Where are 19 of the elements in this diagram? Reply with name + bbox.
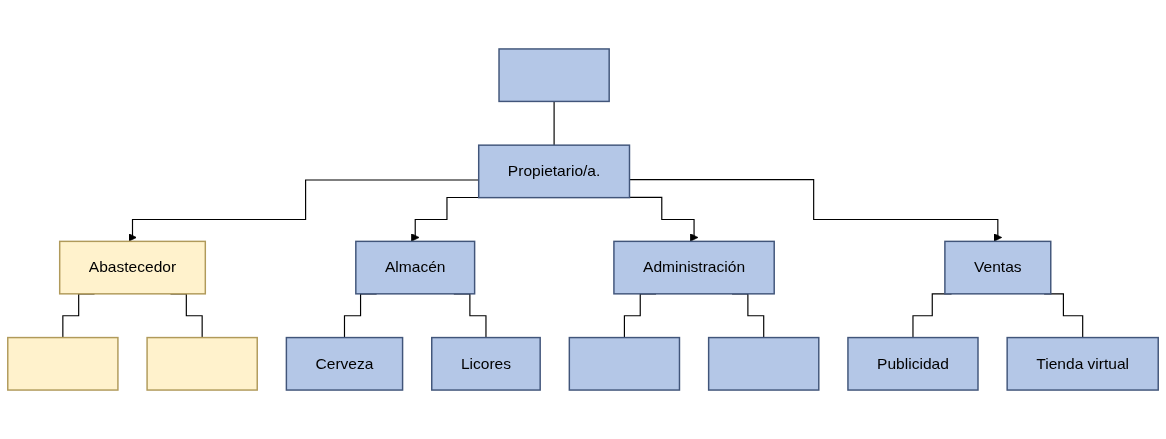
node-box [707,336,820,391]
node-box: Abastecedor [58,240,207,295]
node-box: Propietario/a. [477,144,631,199]
arrow [628,196,699,242]
arrow [410,196,480,242]
node-box: Almacén [355,240,476,295]
node-box [7,336,119,391]
node-box: Licores [431,336,541,391]
node-box: Publicidad [847,336,979,391]
arrow [128,179,480,242]
node-box [146,336,258,391]
arrow [628,179,1003,242]
node-box [568,336,681,391]
node-box: Cerveza [285,336,404,391]
node-box: Ventas [944,240,1052,295]
node-box: Tienda virtual [1006,336,1159,391]
node-box: Administración [613,240,775,295]
connector [553,100,555,146]
node-box [498,48,610,103]
